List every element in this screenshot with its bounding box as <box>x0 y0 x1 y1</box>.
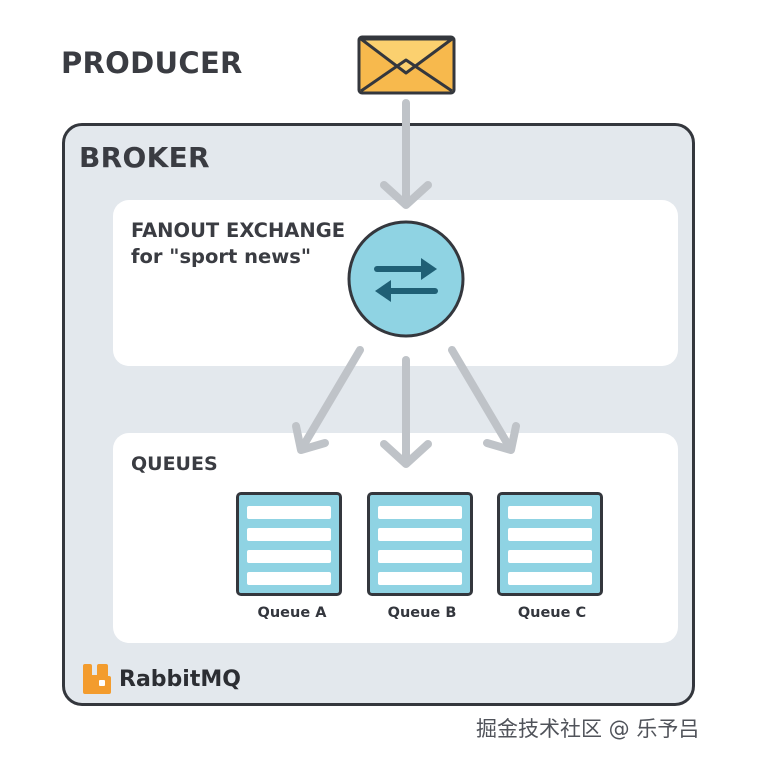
queue-message-bar <box>247 506 331 519</box>
queue-message-bar <box>508 572 592 585</box>
queue-message-bar <box>508 506 592 519</box>
queue-message-bar <box>247 550 331 563</box>
arrow-producer-to-exchange <box>380 99 432 209</box>
envelope-icon <box>357 35 456 95</box>
exchange-topic-text: for "sport news" <box>131 245 312 268</box>
queue-message-bar <box>508 528 592 541</box>
rabbitmq-logo-text: RabbitMQ <box>119 667 241 692</box>
queue-a <box>236 492 342 596</box>
queue-a-label: Queue A <box>257 605 327 621</box>
producer-label: PRODUCER <box>61 46 243 80</box>
queues-label: QUEUES <box>131 453 218 475</box>
queue-message-bar <box>378 506 462 519</box>
queue-b <box>367 492 473 596</box>
queue-message-bar <box>378 572 462 585</box>
broker-label: BROKER <box>79 141 210 174</box>
queue-c <box>497 492 603 596</box>
queue-message-bar <box>508 550 592 563</box>
exchange-type-text: FANOUT EXCHANGE <box>131 219 346 242</box>
queue-b-label: Queue B <box>387 605 457 621</box>
exchange-icon <box>347 220 465 338</box>
arrow-exchange-to-queue-c <box>448 346 520 454</box>
queue-message-bar <box>378 550 462 563</box>
queue-message-bar <box>378 528 462 541</box>
queue-message-bar <box>247 572 331 585</box>
exchange-label: FANOUT EXCHANGE for "sport news" <box>131 218 345 270</box>
arrow-exchange-to-queue-b <box>380 356 432 468</box>
arrow-exchange-to-queue-a <box>292 346 364 454</box>
queue-c-label: Queue C <box>517 605 587 621</box>
queue-message-bar <box>247 528 331 541</box>
watermark: 掘金技术社区 @ 乐予吕 <box>476 717 700 741</box>
rabbit-icon <box>83 664 111 694</box>
